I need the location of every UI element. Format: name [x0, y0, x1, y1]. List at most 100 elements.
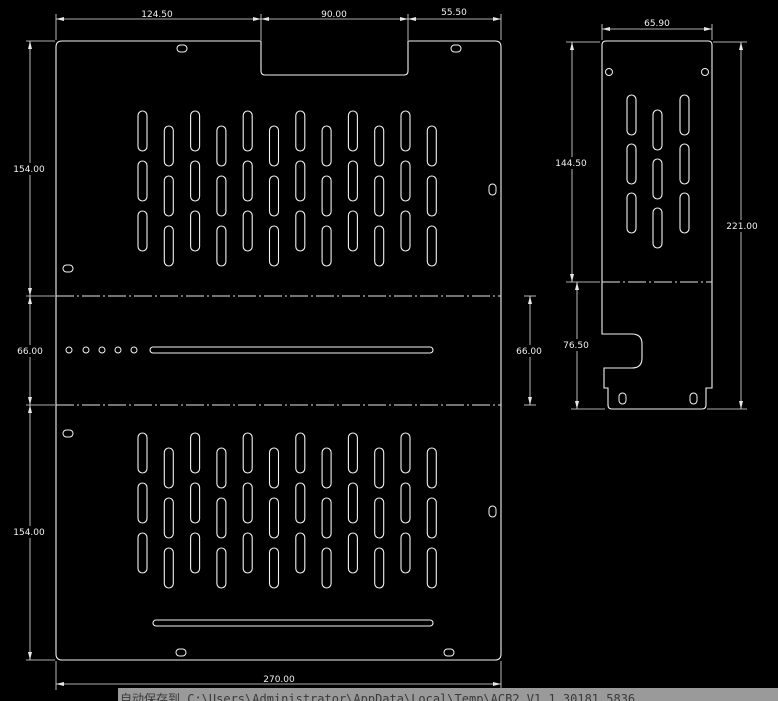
mounting-hole	[618, 392, 627, 405]
vent-slot	[347, 532, 358, 574]
dimension-side-upper: 144.50	[552, 41, 600, 283]
mounting-hole	[62, 429, 74, 438]
vent-slot	[400, 110, 411, 152]
center-row-holes	[65, 346, 138, 354]
vent-slot	[216, 175, 227, 217]
vent-slot	[295, 482, 306, 524]
dimension-top-mid: 90.00	[261, 10, 409, 40]
vent-slot	[626, 192, 637, 234]
vent-slot	[242, 432, 253, 474]
vent-slot	[137, 210, 148, 252]
autosave-status-text: 自动保存到 C:\Users\Administrator\AppData\Loc…	[120, 692, 643, 701]
mounting-hole	[605, 68, 613, 76]
vent-slot	[321, 225, 332, 267]
upper-vent-slots	[137, 110, 437, 267]
vent-slot	[295, 432, 306, 474]
vent-slot	[400, 482, 411, 524]
vent-slot	[137, 532, 148, 574]
vent-slot	[242, 110, 253, 152]
vent-slot	[163, 547, 174, 589]
mounting-hole	[175, 648, 187, 657]
mounting-hole	[443, 648, 455, 657]
mounting-hole	[488, 505, 497, 518]
dim-label: 65.90	[644, 19, 670, 29]
vent-slot	[374, 497, 385, 539]
vent-slot	[426, 447, 437, 489]
small-hole	[98, 346, 106, 354]
dim-label: 270.00	[263, 675, 295, 685]
small-hole	[82, 346, 90, 354]
vent-slot	[163, 225, 174, 267]
dim-label: 124.50	[141, 10, 173, 20]
dimension-side-lower: 76.50	[561, 282, 605, 410]
vent-slot	[295, 532, 306, 574]
vent-slot	[374, 547, 385, 589]
vent-slot	[190, 110, 201, 152]
vent-slot	[652, 158, 663, 200]
vent-slot	[268, 447, 280, 489]
vent-slot	[374, 447, 385, 489]
dim-label: 55.50	[441, 8, 467, 18]
vent-slot	[190, 532, 201, 574]
vent-slot	[400, 432, 411, 474]
vent-slot	[242, 532, 253, 574]
vent-slot	[347, 432, 358, 474]
vent-slot	[163, 175, 174, 217]
dimension-side-top: 65.90	[601, 19, 713, 40]
mounting-hole	[450, 44, 462, 53]
vent-slot	[374, 225, 385, 267]
vent-slot	[321, 447, 332, 489]
vent-slot	[426, 497, 437, 539]
vent-slot	[242, 210, 253, 252]
vent-slot	[426, 175, 437, 217]
vent-slot	[321, 125, 332, 167]
vent-slot	[347, 210, 358, 252]
dimension-top-left: 124.50	[55, 10, 262, 40]
dim-label: 154.00	[13, 165, 45, 175]
dim-label: 66.00	[17, 347, 43, 357]
vent-slot	[295, 160, 306, 202]
long-center-slot	[149, 346, 434, 354]
dimension-right-mid: 66.00	[514, 295, 546, 406]
vent-slot	[216, 497, 227, 539]
mounting-hole	[176, 44, 188, 53]
vent-slot	[295, 210, 306, 252]
small-hole	[130, 346, 138, 354]
vent-slot	[268, 225, 280, 267]
vent-slot	[400, 160, 411, 202]
vent-slot	[163, 497, 174, 539]
small-hole	[114, 346, 122, 354]
vent-slot	[137, 160, 148, 202]
vent-slot	[400, 532, 411, 574]
vent-slot	[426, 547, 437, 589]
dim-label: 221.00	[726, 222, 758, 232]
vent-slot	[374, 125, 385, 167]
dimension-top-right: 55.50	[408, 8, 502, 40]
vent-slot	[268, 547, 280, 589]
vent-slot	[216, 225, 227, 267]
autosave-status-bar: 自动保存到 C:\Users\Administrator\AppData\Loc…	[118, 688, 778, 701]
vent-slot	[347, 110, 358, 152]
dim-label: 144.50	[555, 159, 587, 169]
dim-label: 66.00	[516, 347, 542, 357]
vent-slot	[374, 175, 385, 217]
vent-slot	[626, 94, 637, 136]
vent-slot	[400, 210, 411, 252]
dim-label: 154.00	[13, 528, 45, 538]
vent-slot	[268, 125, 280, 167]
vent-slot	[190, 160, 201, 202]
vent-slot	[163, 125, 174, 167]
dimension-left: 154.00 66.00 154.00	[11, 40, 55, 661]
vent-slot	[295, 110, 306, 152]
mounting-hole	[62, 264, 74, 273]
vent-slot	[626, 143, 637, 185]
vent-slot	[242, 482, 253, 524]
vent-slot	[679, 192, 690, 234]
side-panel-outline	[601, 40, 713, 410]
side-vent-slots	[626, 94, 690, 249]
vent-slot	[652, 207, 663, 249]
side-mounting-holes	[605, 68, 709, 405]
dim-label: 90.00	[321, 10, 347, 20]
vent-slot	[190, 210, 201, 252]
